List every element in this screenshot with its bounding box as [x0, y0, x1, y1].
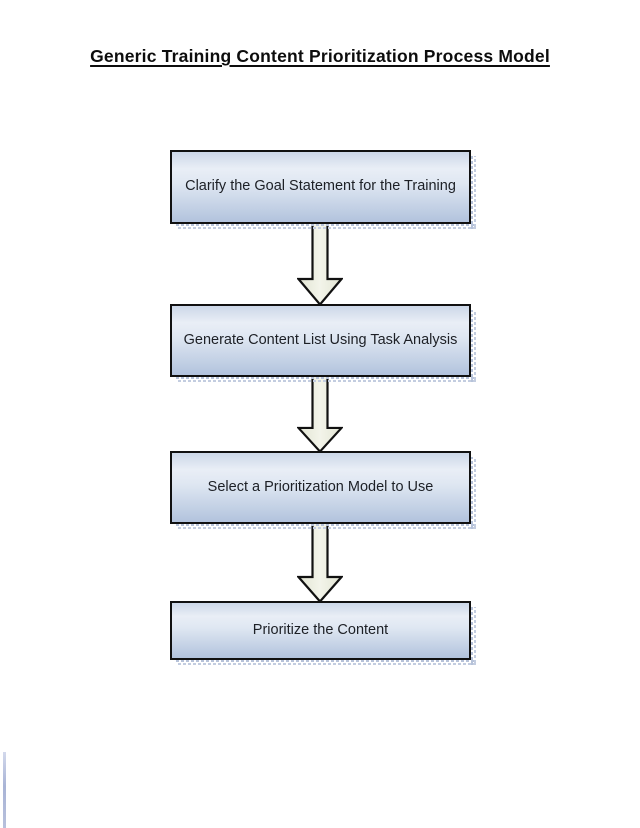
page-edge-artifact [3, 752, 6, 828]
flow-node-label: Generate Content List Using Task Analysi… [183, 331, 458, 348]
flow-node-label: Prioritize the Content [252, 621, 389, 638]
flow-node-prioritize-content: Prioritize the Content [170, 601, 476, 665]
flow-node-label: Select a Prioritization Model to Use [207, 478, 434, 495]
down-arrow-icon [297, 375, 343, 453]
page-title: Generic Training Content Prioritization … [90, 46, 550, 66]
down-arrow-icon [297, 522, 343, 603]
flow-node-select-model: Select a Prioritization Model to Use [170, 451, 476, 529]
flow-node-label: Clarify the Goal Statement for the Train… [185, 178, 456, 195]
down-arrow-icon [297, 222, 343, 306]
flow-node-generate-content-list: Generate Content List Using Task Analysi… [170, 304, 476, 382]
flow-node-clarify-goal: Clarify the Goal Statement for the Train… [170, 150, 476, 229]
